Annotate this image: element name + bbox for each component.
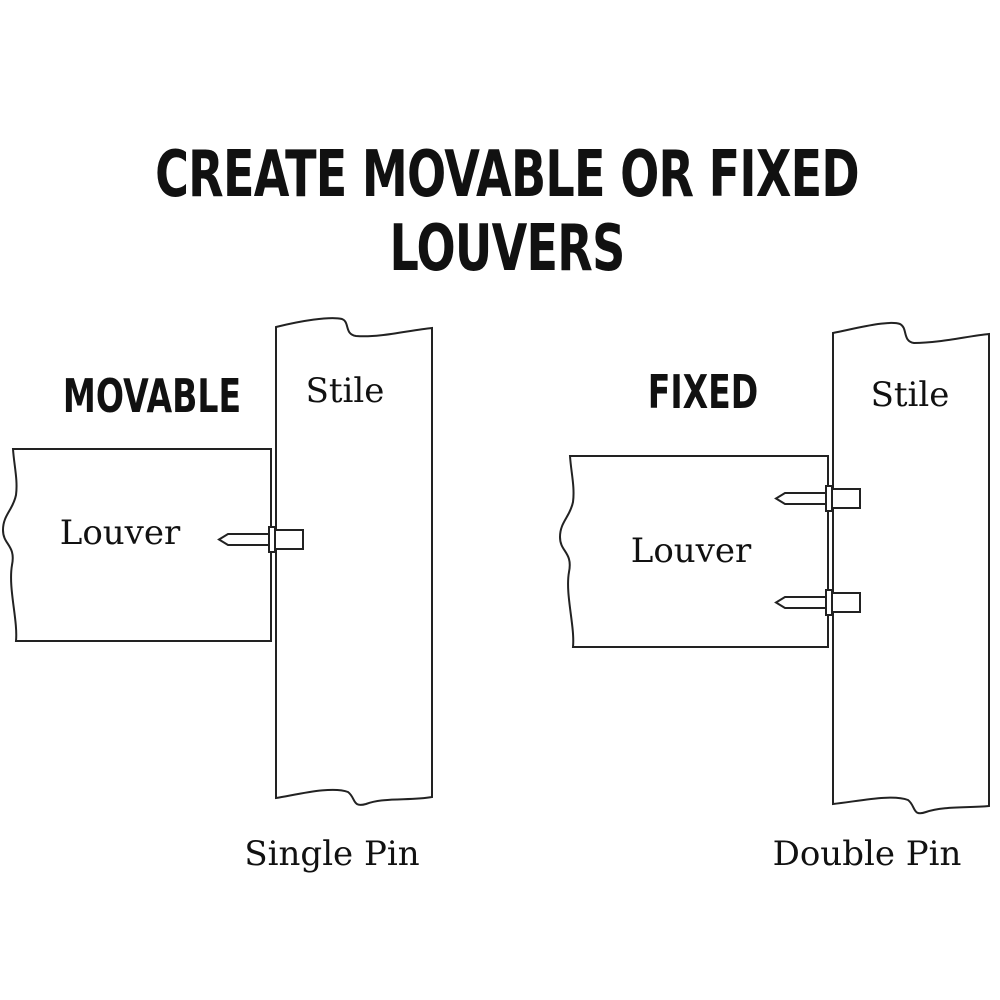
fixed-heading: FIXED <box>648 367 759 420</box>
fixed-louver-label: Louver <box>631 531 752 571</box>
fixed-louver <box>558 455 829 648</box>
movable-louver <box>1 448 272 642</box>
diagram-title: CREATE MOVABLE OR FIXED LOUVERS <box>155 138 860 286</box>
upper-pin <box>774 485 861 512</box>
movable-stile <box>275 317 433 806</box>
movable-stile-label: Stile <box>306 371 385 411</box>
fixed-stile-label: Stile <box>871 375 950 415</box>
movable-panel: MOVABLE Stile Louver Single Pin <box>1 317 433 874</box>
movable-caption: Single Pin <box>244 834 419 874</box>
movable-louver-label: Louver <box>60 513 181 553</box>
fixed-caption: Double Pin <box>773 834 962 874</box>
fixed-panel: FIXED Stile Louver Double Pin <box>558 321 990 874</box>
lower-pin <box>774 589 861 616</box>
movable-heading: MOVABLE <box>63 371 241 424</box>
fixed-stile <box>832 321 990 815</box>
single-pin <box>217 526 304 553</box>
